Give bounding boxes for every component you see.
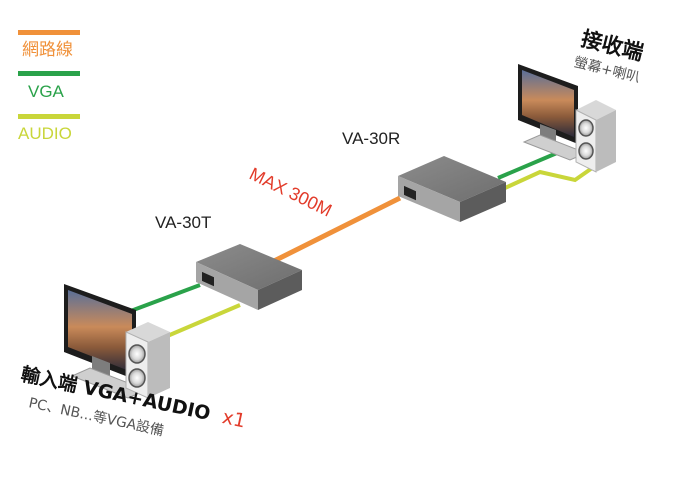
legend-audio-label: AUDIO <box>18 124 72 143</box>
transmitter-box <box>196 244 302 310</box>
receiver-front <box>398 176 460 222</box>
input-vga-cable <box>127 283 201 314</box>
input-side-multiplier: x1 <box>220 406 247 432</box>
receiver-top <box>398 156 506 202</box>
rj45-port-icon <box>202 271 214 287</box>
rj45-port-icon <box>404 185 416 201</box>
legend-vga-label: VGA <box>28 82 65 101</box>
network-cable <box>270 195 402 265</box>
legend-network-swatch <box>18 30 80 35</box>
input-audio-cable <box>157 303 241 342</box>
output-vga-cable <box>497 148 565 180</box>
output-speaker-icon <box>575 100 616 173</box>
receiver-side <box>460 182 506 222</box>
legend: 網路線 VGA AUDIO <box>18 30 80 143</box>
legend-audio-swatch <box>18 114 80 119</box>
legend-vga-swatch <box>18 71 80 76</box>
output-monitor-icon <box>518 64 588 161</box>
transmitter-side <box>258 270 302 310</box>
transmitter-front <box>196 262 258 310</box>
output-audio-cable <box>504 164 597 190</box>
receiver-box <box>398 156 506 222</box>
input-monitor-icon <box>64 284 148 399</box>
receiver-model: VA-30R <box>342 129 400 148</box>
legend-network-label: 網路線 <box>22 40 73 59</box>
input-speaker-icon <box>125 322 170 399</box>
cables <box>127 148 597 342</box>
distance-label: MAX 300M <box>246 164 335 221</box>
transmitter-model: VA-30T <box>155 213 211 232</box>
transmitter-top <box>196 244 302 290</box>
